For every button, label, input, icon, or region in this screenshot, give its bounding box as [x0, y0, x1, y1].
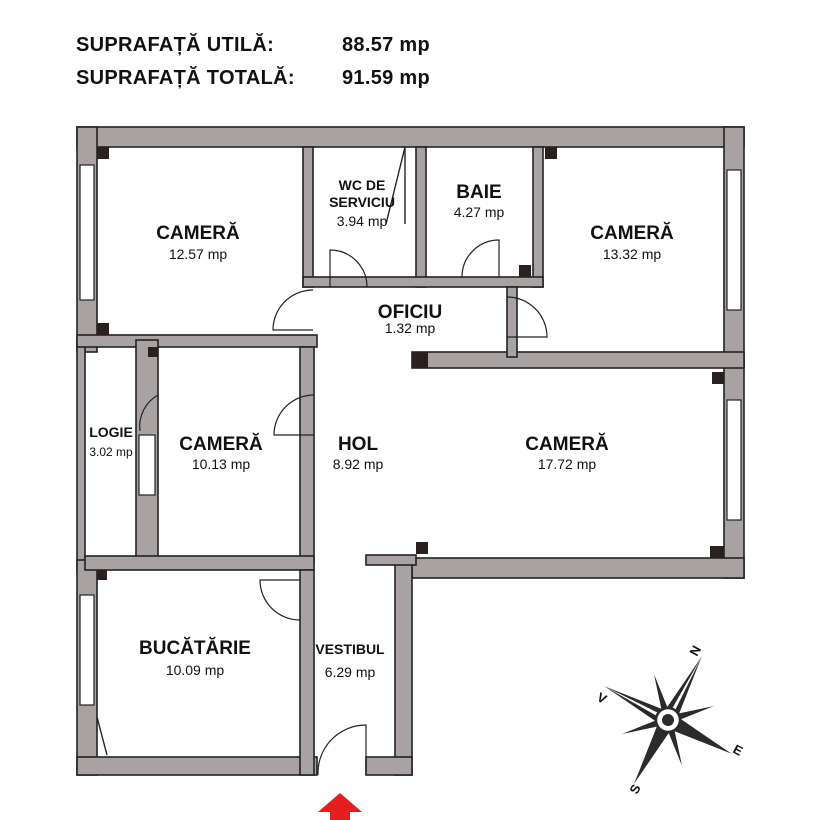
camera-mid-name: CAMERĂ	[179, 433, 263, 455]
hol-name: HOL	[338, 434, 379, 455]
wall-left-mid	[76, 339, 86, 571]
door-wc	[329, 249, 368, 288]
wall-hol-east-bottom	[365, 554, 417, 566]
camera-ne-name: CAMERĂ	[590, 222, 674, 244]
pillar-4	[712, 372, 724, 384]
window-west-bottom	[79, 594, 95, 706]
door-nw-room	[272, 289, 314, 331]
pillar-3	[545, 147, 557, 159]
wc-area: 3.94 mp	[337, 213, 388, 229]
camera-e-name: CAMERĂ	[525, 433, 609, 455]
pillar-8	[97, 570, 107, 580]
wall-vestibul-left	[299, 569, 315, 776]
vestibul-area: 6.29 mp	[325, 664, 376, 680]
window-east-top	[726, 169, 742, 311]
wall-baie-right	[532, 146, 544, 288]
window-east-mid	[726, 399, 742, 521]
wall-bottom-east	[411, 557, 745, 579]
usable-area-value: 88.57 mp	[342, 34, 431, 56]
wall-mid-room-right	[299, 346, 315, 563]
camera-nw-name: CAMERĂ	[156, 222, 240, 244]
camera-e-area: 17.72 mp	[538, 456, 597, 472]
pillar-9	[519, 265, 531, 277]
total-area-label: SUPRAFAȚĂ TOTALĂ:	[76, 67, 295, 89]
pillar-5	[412, 352, 428, 368]
door-leaf-bathroom-diag	[385, 146, 406, 225]
compass-v: V	[595, 689, 610, 706]
logie-name: LOGIE	[89, 424, 133, 440]
total-area-value: 91.59 mp	[342, 67, 431, 89]
door-leaf-kitchen-diag	[96, 716, 108, 756]
windows	[79, 164, 742, 706]
door-kitchen	[259, 579, 301, 621]
door-entrance	[317, 724, 367, 776]
baie-area: 4.27 mp	[454, 204, 505, 220]
pillar-6	[416, 542, 428, 554]
pillar-2	[97, 323, 109, 335]
wall-nw-room-right	[302, 146, 314, 288]
pillar-1	[97, 147, 109, 159]
door-ne-room	[506, 296, 548, 338]
compass-s: S	[626, 781, 643, 796]
window-west-top	[79, 164, 95, 301]
door-baie	[461, 239, 500, 278]
wall-mid-room-bottom	[84, 555, 315, 571]
wall-east-bottom-vertical	[394, 557, 413, 776]
wc-name-line1: WC DE	[339, 177, 386, 193]
camera-nw-area: 12.57 mp	[169, 246, 228, 262]
wall-oficiu-right	[506, 286, 518, 358]
pillar-10	[148, 347, 158, 357]
wall-ne-room-bottom	[411, 351, 745, 369]
window-logie	[138, 434, 156, 496]
wall-bottom-west	[76, 756, 318, 776]
pillars	[97, 147, 724, 580]
camera-mid-area: 10.13 mp	[192, 456, 251, 472]
bucatarie-name: BUCĂTĂRIE	[139, 637, 251, 659]
entrance-arrow-icon	[318, 793, 362, 820]
wc-name-line2: SERVICIU	[329, 194, 395, 210]
oficiu-area: 1.32 mp	[385, 320, 436, 336]
compass-n: N	[686, 643, 704, 658]
wall-nw-room-bottom	[76, 334, 318, 348]
baie-name: BAIE	[456, 182, 501, 203]
wall-bottom-vestibul	[365, 756, 413, 776]
bucatarie-area: 10.09 mp	[166, 662, 225, 678]
pillar-7	[710, 546, 724, 558]
wall-wc-right	[415, 146, 427, 288]
doors	[96, 146, 548, 776]
logie-area: 3.02 mp	[89, 445, 133, 459]
compass-e: E	[731, 741, 746, 758]
hol-area: 8.92 mp	[333, 456, 384, 472]
compass-rose-icon	[604, 656, 732, 784]
usable-area-label: SUPRAFAȚĂ UTILĂ:	[76, 34, 275, 56]
door-mid-room	[273, 394, 315, 436]
wall-top	[76, 126, 745, 148]
room-labels: CAMERĂ 12.57 mp WC DE SERVICIU 3.94 mp B…	[89, 177, 674, 680]
camera-ne-area: 13.32 mp	[603, 246, 662, 262]
oficiu-name: OFICIU	[378, 302, 442, 323]
door-logie	[139, 394, 159, 432]
wall-wc-baie-bottom	[302, 276, 544, 288]
vestibul-name: VESTIBUL	[315, 641, 385, 657]
